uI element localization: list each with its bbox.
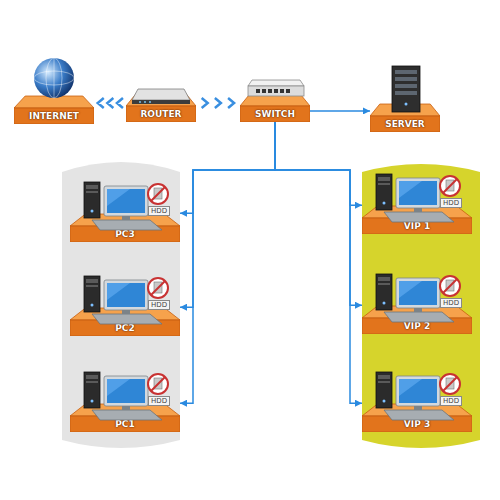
node-label-holder: ROUTER — [126, 106, 196, 122]
no-hdd-symbol — [440, 374, 460, 394]
network-link — [180, 122, 275, 213]
vip-band — [362, 164, 480, 448]
no-hdd-symbol — [440, 176, 460, 196]
device-label: SERVER — [385, 119, 425, 129]
hdd-tag: HDD — [440, 198, 462, 208]
network-link — [275, 122, 362, 305]
hdd-tag: HDD — [440, 298, 462, 308]
device-node: SERVER — [370, 66, 440, 132]
node-label-holder: SWITCH — [240, 106, 310, 122]
plate-top — [14, 96, 94, 108]
device-label: VIP 1 — [404, 221, 430, 231]
node-label-holder: PC3 — [70, 226, 180, 242]
plate-front — [362, 318, 472, 334]
plate-front — [126, 106, 196, 122]
no-hdd-symbol — [148, 184, 168, 204]
node-label-holder: PC1 — [70, 416, 180, 432]
node-label-holder: VIP 3 — [362, 416, 472, 432]
no-hdd-symbol — [148, 374, 168, 394]
device-label: PC1 — [115, 419, 134, 429]
network-link — [275, 122, 362, 403]
device-label: PC2 — [115, 323, 134, 333]
hdd-tag: HDD — [148, 396, 170, 406]
node-label-holder: SERVER — [370, 116, 440, 132]
plate-top — [126, 94, 196, 106]
plate-front — [362, 416, 472, 432]
pc-band — [62, 162, 180, 448]
plate-front — [70, 226, 180, 242]
device-node: SWITCH — [240, 76, 310, 122]
node-label-holder: INTERNET — [14, 108, 94, 124]
no-hdd-symbol — [440, 276, 460, 296]
device-node: INTERNET — [14, 58, 94, 124]
device-label: VIP 2 — [404, 321, 430, 331]
device-label: SWITCH — [255, 109, 295, 119]
plate-front — [70, 416, 180, 432]
device-label: VIP 3 — [404, 419, 430, 429]
chevron-connector — [202, 98, 234, 108]
hdd-tag: HDD — [440, 396, 462, 406]
node-label-holder: PC2 — [70, 320, 180, 336]
plate-front — [240, 106, 310, 122]
chevron-connector — [98, 98, 123, 108]
plate-top — [370, 104, 440, 116]
plate-front — [370, 116, 440, 132]
plate-front — [14, 108, 94, 124]
network-link — [310, 110, 370, 112]
globe-icon — [34, 58, 74, 98]
device-node: ROUTER — [126, 84, 196, 122]
no-hdd-symbol — [148, 278, 168, 298]
hdd-tag: HDD — [148, 300, 170, 310]
device-label: ROUTER — [140, 109, 181, 119]
hdd-tag: HDD — [148, 206, 170, 216]
device-label: PC3 — [115, 229, 134, 239]
network-link — [180, 122, 275, 307]
device-label: INTERNET — [29, 111, 79, 121]
network-link — [180, 122, 275, 403]
switch-icon — [248, 80, 304, 96]
node-label-holder: VIP 2 — [362, 318, 472, 334]
plate-top — [240, 94, 310, 106]
node-label-holder: VIP 1 — [362, 218, 472, 234]
network-link — [275, 122, 362, 205]
plate-front — [70, 320, 180, 336]
plate-front — [362, 218, 472, 234]
